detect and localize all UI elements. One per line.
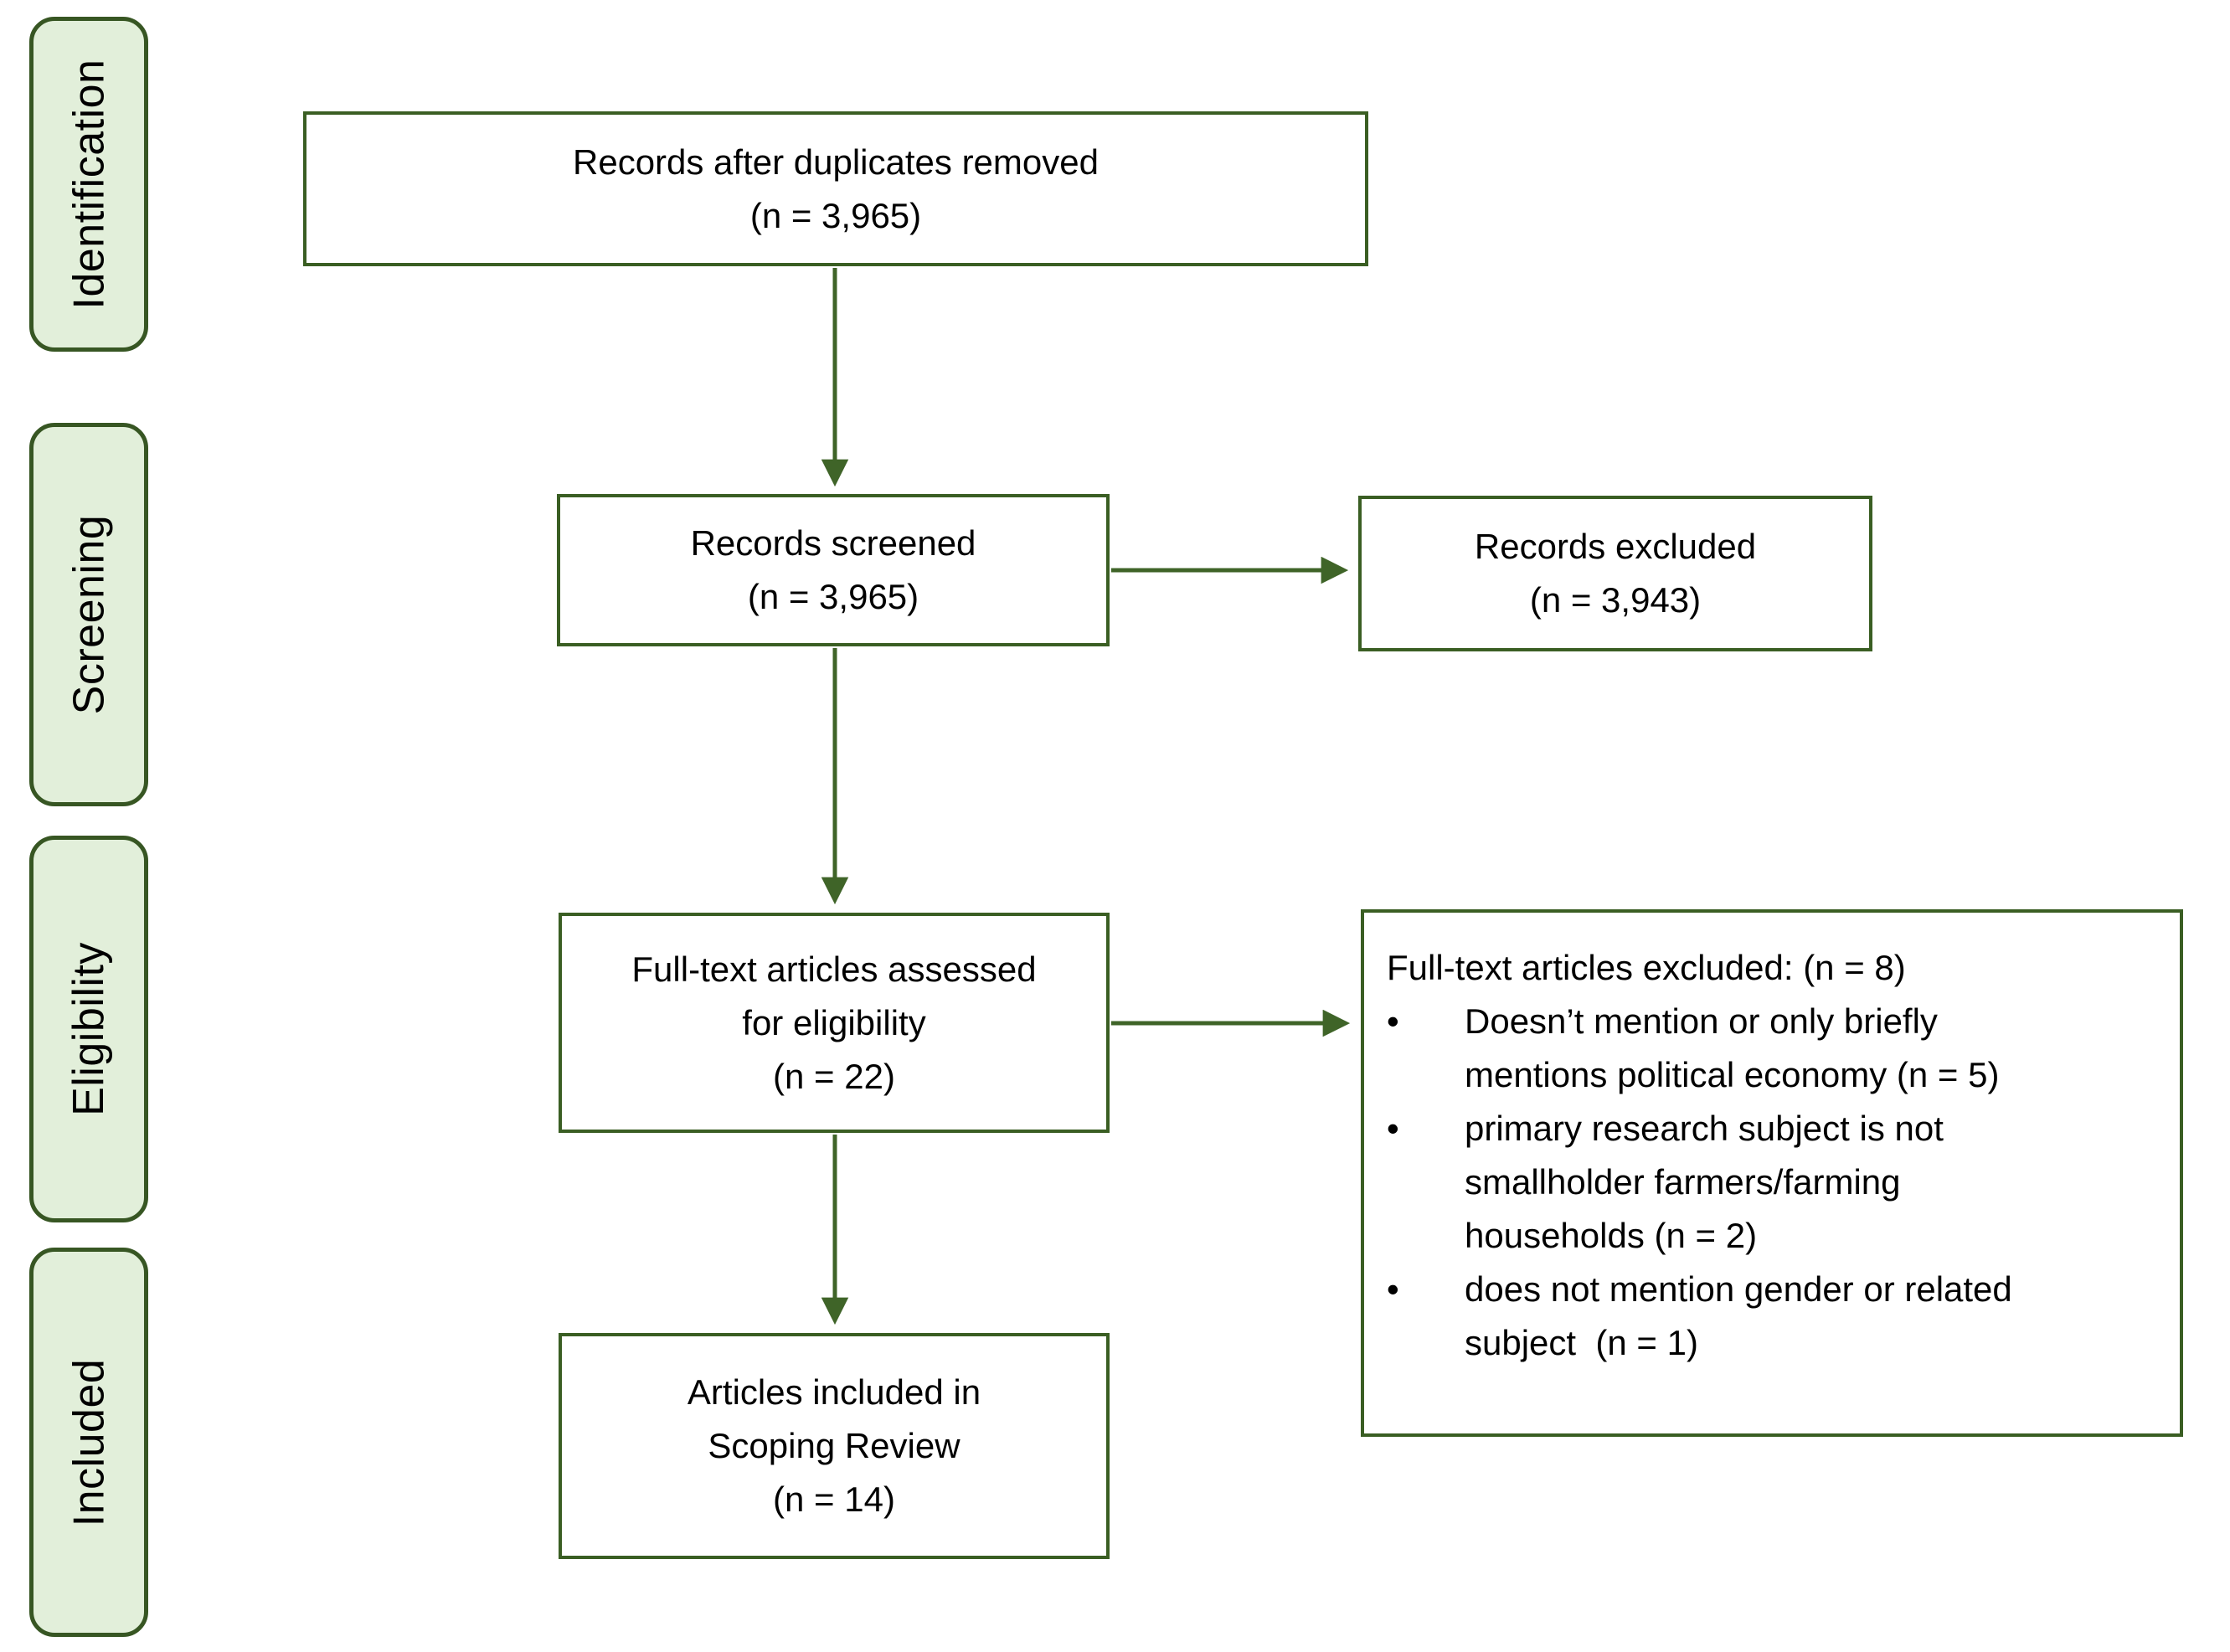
fulltext-assessed-line1: Full-text articles assessed bbox=[631, 949, 1037, 989]
stage-eligibility: Eligibility bbox=[29, 836, 148, 1222]
bullet-1-line-1: Doesn’t mention or only briefly bbox=[1465, 1001, 1938, 1041]
fulltext-excluded-title: Full-text articles excluded: (n = 8) bbox=[1387, 948, 1906, 987]
articles-included-line2: Scoping Review bbox=[708, 1426, 960, 1465]
records-excluded-line1: Records excluded bbox=[1474, 527, 1757, 566]
fulltext-assessed-count: (n = 22) bbox=[773, 1056, 895, 1096]
records-after-duplicates-count: (n = 3,965) bbox=[749, 195, 922, 235]
bullet-2-line-3: households (n = 2) bbox=[1465, 1216, 1758, 1255]
bullet-3-line-2: subject (n = 1) bbox=[1465, 1323, 1698, 1362]
stage-identification: Identification bbox=[29, 17, 148, 352]
records-after-duplicates-line1: Records after duplicates removed bbox=[573, 142, 1099, 182]
fulltext-excluded-bullet-3: • does not mention gender or related sub… bbox=[1387, 1263, 2160, 1370]
fulltext-excluded-box: Full-text articles excluded: (n = 8) • D… bbox=[1361, 909, 2183, 1437]
stage-screening-label: Screening bbox=[64, 514, 113, 715]
records-screened-count: (n = 3,965) bbox=[747, 577, 919, 616]
bullet-icon: • bbox=[1387, 1269, 1399, 1309]
articles-included-count: (n = 14) bbox=[773, 1480, 895, 1519]
fulltext-assessed-line2: for eligibility bbox=[742, 1002, 926, 1042]
fulltext-excluded-bullet-1: • Doesn’t mention or only briefly mentio… bbox=[1387, 995, 2160, 1102]
records-screened-box: Records screened (n = 3,965) bbox=[557, 494, 1110, 646]
bullet-1-line-2: mentions political economy (n = 5) bbox=[1465, 1055, 2000, 1094]
records-after-duplicates-box: Records after duplicates removed (n = 3,… bbox=[303, 111, 1368, 266]
records-excluded-box: Records excluded (n = 3,943) bbox=[1358, 496, 1872, 651]
bullet-icon: • bbox=[1387, 1001, 1399, 1041]
fulltext-assessed-box: Full-text articles assessed for eligibil… bbox=[559, 913, 1110, 1133]
stage-identification-label: Identification bbox=[64, 59, 113, 310]
stage-eligibility-label: Eligibility bbox=[64, 942, 114, 1116]
bullet-2-line-1: primary research subject is not bbox=[1465, 1109, 1944, 1148]
bullet-icon: • bbox=[1387, 1109, 1399, 1148]
bullet-2-line-2: smallholder farmers/farming bbox=[1465, 1162, 1901, 1202]
records-screened-line1: Records screened bbox=[690, 523, 976, 563]
articles-included-box: Articles included in Scoping Review (n =… bbox=[559, 1333, 1110, 1559]
records-excluded-count: (n = 3,943) bbox=[1529, 580, 1702, 620]
stage-included: Included bbox=[29, 1248, 148, 1637]
stage-included-label: Included bbox=[64, 1358, 114, 1526]
fulltext-excluded-bullet-2: • primary research subject is not smallh… bbox=[1387, 1102, 2160, 1263]
stage-screening: Screening bbox=[29, 423, 148, 806]
articles-included-line1: Articles included in bbox=[687, 1372, 981, 1412]
bullet-3-line-1: does not mention gender or related bbox=[1465, 1269, 2012, 1309]
